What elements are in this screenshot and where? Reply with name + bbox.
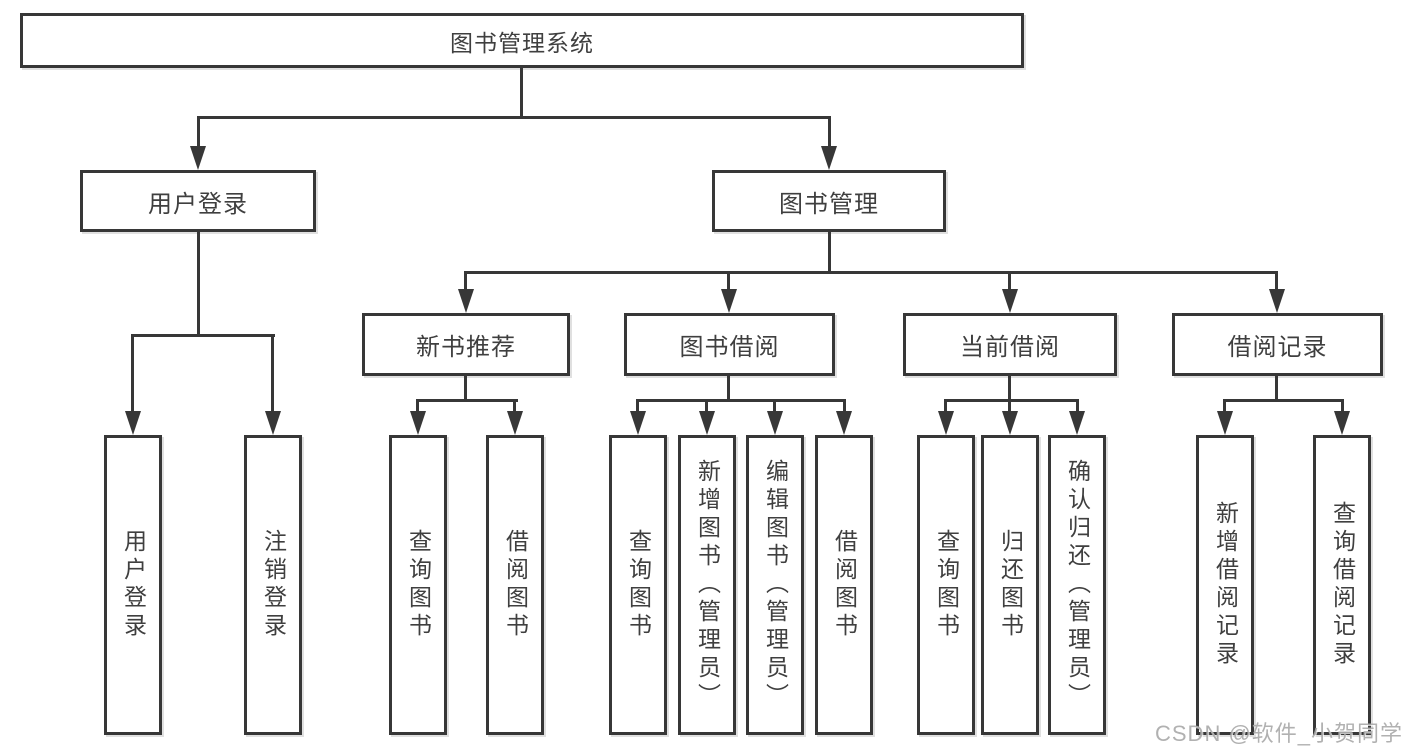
connector-borrow-records-rail xyxy=(1223,399,1344,402)
connector-book-borrow-rail xyxy=(636,399,846,402)
connector-level3-rail xyxy=(464,271,1278,274)
connector-borrow-records-stem xyxy=(1275,376,1278,401)
arrowhead-leaf-logout xyxy=(265,411,281,435)
leaf-query-borrow-record: 查询借阅记录 xyxy=(1313,435,1371,735)
leaf-add-books-admin: 新增图书（管理员） xyxy=(678,435,736,735)
arrowhead-leaf-login xyxy=(125,411,141,435)
connector-user-login-rail xyxy=(131,334,275,337)
node-borrowing-records: 借阅记录 xyxy=(1172,313,1383,376)
connector-arm-leaf-edit-book xyxy=(773,399,776,413)
arrowhead-leaf-borrow1 xyxy=(507,411,523,435)
connector-level1-rail xyxy=(197,116,831,119)
connector-book-mgmt-stem xyxy=(828,232,831,273)
leaf-add-borrow-record: 新增借阅记录 xyxy=(1196,435,1254,735)
node-book-management: 图书管理 xyxy=(712,170,946,232)
connector-arm-leaf-query-record xyxy=(1341,399,1344,413)
connector-current-borrow-stem xyxy=(1008,376,1011,401)
node-book-borrowing: 图书借阅 xyxy=(624,313,835,376)
connector-arm-leaf-add-book xyxy=(705,399,708,413)
leaf-query-books-current: 查询图书 xyxy=(917,435,975,735)
connector-arm-leaf-borrow2 xyxy=(843,399,846,413)
connector-user-login-stem xyxy=(197,232,200,336)
arrowhead-book-borrow xyxy=(721,289,737,313)
node-current-borrowing: 当前借阅 xyxy=(903,313,1117,376)
connector-arm-book-borrow xyxy=(727,271,730,293)
arrowhead-borrow-records xyxy=(1269,289,1285,313)
leaf-user-login: 用户登录 xyxy=(104,435,162,735)
connector-arm-leaf-query1 xyxy=(416,399,419,413)
node-library-system: 图书管理系统 xyxy=(20,13,1024,68)
leaf-query-books-borrowing: 查询图书 xyxy=(609,435,667,735)
arrowhead-leaf-return xyxy=(1002,411,1018,435)
connector-arm-leaf-confirm-return xyxy=(1076,399,1079,413)
leaf-query-books-recommend: 查询图书 xyxy=(389,435,447,735)
connector-arm-book-mgmt xyxy=(828,116,831,150)
connector-arm-leaf-add-record xyxy=(1223,399,1226,413)
arrowhead-leaf-query3 xyxy=(938,411,954,435)
arrowhead-current-borrow xyxy=(1002,289,1018,313)
connector-book-borrow-stem xyxy=(727,376,730,401)
arrowhead-new-book xyxy=(458,289,474,313)
connector-arm-new-book xyxy=(464,271,467,293)
leaf-return-books: 归还图书 xyxy=(981,435,1039,735)
arrowhead-leaf-query2 xyxy=(630,411,646,435)
connector-arm-user-login xyxy=(197,116,200,150)
connector-arm-borrow-records xyxy=(1275,271,1278,293)
arrowhead-leaf-edit-book xyxy=(767,411,783,435)
arrowhead-leaf-add-record xyxy=(1217,411,1233,435)
connector-root-stem xyxy=(520,68,523,118)
arrowhead-leaf-borrow2 xyxy=(836,411,852,435)
arrowhead-user-login xyxy=(190,146,206,170)
connector-arm-leaf-return xyxy=(1008,399,1011,413)
connector-arm-leaf-query2 xyxy=(636,399,639,413)
arrowhead-leaf-add-book xyxy=(699,411,715,435)
leaf-borrow-books: 借阅图书 xyxy=(815,435,873,735)
csdn-watermark: CSDN @软件_小贺同学 xyxy=(1155,721,1404,746)
node-user-login: 用户登录 xyxy=(80,170,316,232)
arrowhead-leaf-confirm-return xyxy=(1069,411,1085,435)
leaf-logout: 注销登录 xyxy=(244,435,302,735)
connector-arm-current-borrow xyxy=(1008,271,1011,293)
connector-arm-leaf-query3 xyxy=(944,399,947,413)
node-new-book-recommend: 新书推荐 xyxy=(362,313,570,376)
leaf-borrow-books-recommend: 借阅图书 xyxy=(486,435,544,735)
leaf-edit-books-admin: 编辑图书（管理员） xyxy=(746,435,804,735)
arrowhead-leaf-query1 xyxy=(410,411,426,435)
connector-current-borrow-rail xyxy=(944,399,1079,402)
arrowhead-leaf-query-record xyxy=(1334,411,1350,435)
connector-arm-leaf-borrow1 xyxy=(513,399,516,413)
connector-new-book-rail xyxy=(416,399,518,402)
connector-arm-logout-leaf xyxy=(271,334,274,414)
connector-arm-login-leaf xyxy=(131,334,134,414)
leaf-confirm-return-admin: 确认归还（管理员） xyxy=(1048,435,1106,735)
arrowhead-book-mgmt xyxy=(821,146,837,170)
connector-new-book-stem xyxy=(464,376,467,401)
